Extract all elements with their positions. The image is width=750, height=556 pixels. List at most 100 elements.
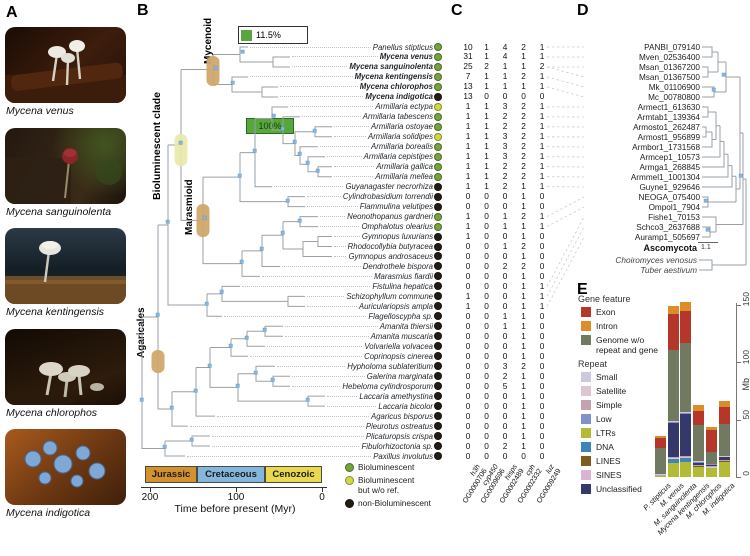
- legend-item: Low: [578, 414, 662, 424]
- photo-card: Mycena chlorophos: [5, 328, 126, 419]
- ortholog-count: 0: [502, 350, 508, 361]
- outgroup-species: Choiromyces venosus: [615, 254, 697, 265]
- ortholog-count: 7: [465, 71, 471, 82]
- bioluminescence-dot-icon: [434, 282, 442, 291]
- dotted-leader: [307, 206, 358, 208]
- bioluminescence-dot-icon: [434, 252, 442, 261]
- tree-tip-row: Cylindrobasidium torrendii: [305, 192, 442, 201]
- bioluminescence-dot-icon: [434, 52, 442, 61]
- ortholog-count: 1: [484, 151, 489, 162]
- ortholog-count: 1: [521, 370, 526, 381]
- protein-id-label: NEOGA_075400: [638, 192, 700, 202]
- tree-tip-row: Pleurotus ostreatus: [188, 422, 442, 431]
- tree-tip-row: Armillaria solidipes: [332, 132, 442, 141]
- bar-segment: [693, 405, 705, 411]
- ortholog-count: 2: [521, 260, 526, 271]
- bioluminescence-dot-icon: [434, 272, 442, 281]
- ortholog-count: 0: [484, 191, 489, 202]
- ortholog-count: 25: [463, 61, 473, 72]
- photo-card: Mycena sanguinolenta: [5, 127, 126, 218]
- dotted-leader: [292, 56, 378, 58]
- protein-id-label: PANBI_079140: [644, 42, 700, 52]
- clade-label-bioluminescent: Bioluminescent clade: [151, 92, 163, 200]
- ortholog-count: 1: [484, 181, 489, 192]
- tree-tip-row: Omphalotus olearius: [318, 222, 442, 231]
- bar-segment: [680, 413, 692, 456]
- protein-id-label: Armmel1_1001304: [630, 172, 700, 182]
- bioluminescence-dot-icon: [434, 382, 442, 391]
- species-name: Schizophyllum commune: [346, 291, 433, 301]
- ortholog-count: 1: [521, 181, 526, 192]
- protein-id-label: Armosto1_262487: [633, 122, 700, 132]
- scale-bar: [698, 242, 718, 243]
- clade-label-mycenoid: Mycenoid: [203, 17, 214, 65]
- bar-segment: [680, 343, 692, 413]
- ortholog-count: 1: [465, 101, 471, 112]
- tree-tip-row: Hypholoma sublateritium: [275, 362, 442, 371]
- dotted-leader: [302, 116, 361, 118]
- legend-item: DNA: [578, 442, 662, 452]
- bar-segment: [680, 457, 692, 463]
- dotted-leader: [292, 375, 365, 377]
- photo-card: Mycena kentingensis: [5, 228, 126, 318]
- bioluminescence-dot-icon: [434, 72, 442, 81]
- dotted-leader: [320, 146, 370, 148]
- protein-id-label: Mven_02536400: [638, 52, 700, 62]
- ortholog-count: 4: [502, 51, 508, 62]
- ortholog-count: 0: [484, 330, 489, 341]
- ortholog-count: 1: [539, 71, 545, 82]
- protein-id-label: Armtab1_139364: [637, 112, 700, 122]
- species-name: Mycena chlorophos: [359, 82, 433, 92]
- bioluminescence-dot-icon: [434, 202, 442, 211]
- ortholog-count: 0: [465, 201, 471, 212]
- dotted-leader: [250, 76, 353, 78]
- bioluminescence-dot-icon: [434, 112, 442, 121]
- ortholog-count: 3: [502, 360, 508, 371]
- tree-tip-row: Plicaturopsis crispa: [210, 432, 442, 441]
- ortholog-count: 0: [539, 400, 545, 411]
- protein-id-label: Armcep1_10573: [639, 152, 700, 162]
- ortholog-count: 1: [539, 141, 545, 152]
- species-name: Mycena sanguinolenta: [349, 62, 433, 72]
- tree-tip-row: Armillaria gallica: [332, 162, 442, 171]
- ortholog-count: 0: [539, 420, 545, 431]
- bar-segment: [680, 301, 692, 311]
- protein-id-label: Msan_01367500: [638, 72, 700, 82]
- species-name: Armillaria cepistipes: [363, 152, 433, 162]
- stacked-bar: [693, 0, 705, 477]
- ortholog-count: 1: [539, 121, 545, 132]
- ortholog-count: 1: [539, 181, 545, 192]
- mb-axis-line: [736, 303, 737, 478]
- panel-d-label: D: [577, 2, 589, 19]
- ortholog-count: 0: [484, 91, 489, 102]
- ortholog-count: 1: [465, 141, 471, 152]
- bar-segment: [667, 457, 679, 458]
- ortholog-count: 1: [521, 300, 526, 311]
- ortholog-count: 0: [484, 340, 489, 351]
- protein-id-label: Fishe1_70153: [648, 212, 700, 222]
- bioluminescence-dot-icon: [434, 442, 442, 451]
- dotted-leader: [292, 385, 341, 387]
- dotted-leader: [190, 425, 364, 427]
- bioluminescence-dot-icon: [434, 342, 442, 351]
- ortholog-count: 0: [484, 350, 489, 361]
- tree-tip-row: Guyanagaster necrorhiza: [272, 182, 442, 191]
- bioluminescence-dot-icon: [434, 242, 442, 251]
- tree-tip-row: Laccaria amethystina: [325, 392, 442, 401]
- ortholog-count: 1: [484, 81, 489, 92]
- dotted-leader: [280, 96, 364, 98]
- ortholog-count: 0: [502, 270, 508, 281]
- era-segment: Cretaceous: [197, 466, 265, 483]
- ortholog-count: 1: [521, 81, 526, 92]
- ortholog-count: 0: [539, 440, 545, 451]
- ortholog-count: 1: [521, 400, 526, 411]
- species-name: Pleurotus ostreatus: [365, 421, 433, 431]
- species-name: Paxillus involutus: [373, 451, 433, 461]
- tree-tip-row: Armillaria ostoyae: [332, 122, 442, 131]
- species-name: Armillaria solidipes: [368, 132, 433, 142]
- ortholog-count: 2: [539, 61, 545, 72]
- bar-segment: [693, 466, 705, 467]
- ortholog-count: 0: [465, 350, 471, 361]
- ortholog-count: 0: [484, 280, 489, 291]
- species-name: Gymnopus luxurians: [361, 232, 433, 242]
